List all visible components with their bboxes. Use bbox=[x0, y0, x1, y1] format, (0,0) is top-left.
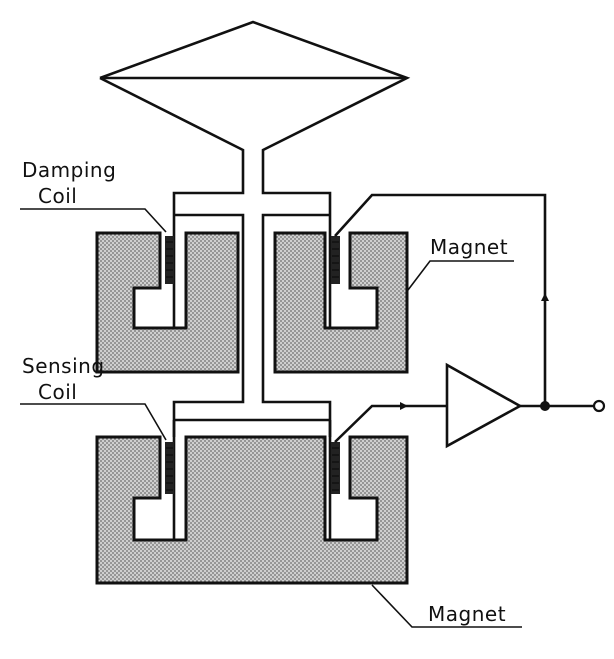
magnet-label-upper: Magnet bbox=[430, 235, 508, 259]
magnet-upper-right bbox=[273, 231, 409, 374]
damping-coil-right bbox=[331, 236, 340, 284]
sensing-coil-right bbox=[331, 442, 340, 494]
output-terminal bbox=[592, 399, 606, 413]
sensing-coil-left bbox=[165, 442, 174, 494]
amplifier-triangle bbox=[445, 362, 523, 449]
cone-diaphragm bbox=[99, 20, 411, 215]
magnet-upper-left bbox=[95, 231, 240, 374]
coil-former-shaft bbox=[172, 213, 332, 540]
damping-coil-left bbox=[165, 236, 174, 284]
leader-lines bbox=[20, 208, 522, 628]
magnet-label-lower: Magnet bbox=[428, 602, 506, 626]
feedback-wiring bbox=[334, 193, 594, 443]
damping-coil-label-line2: Coil bbox=[38, 184, 77, 208]
sensing-coil-label-line2: Coil bbox=[38, 380, 77, 404]
sensing-coil-label-line1: Sensing bbox=[22, 354, 105, 378]
magnet-lower bbox=[95, 435, 409, 585]
damping-coil-label-line1: Damping bbox=[22, 158, 116, 182]
